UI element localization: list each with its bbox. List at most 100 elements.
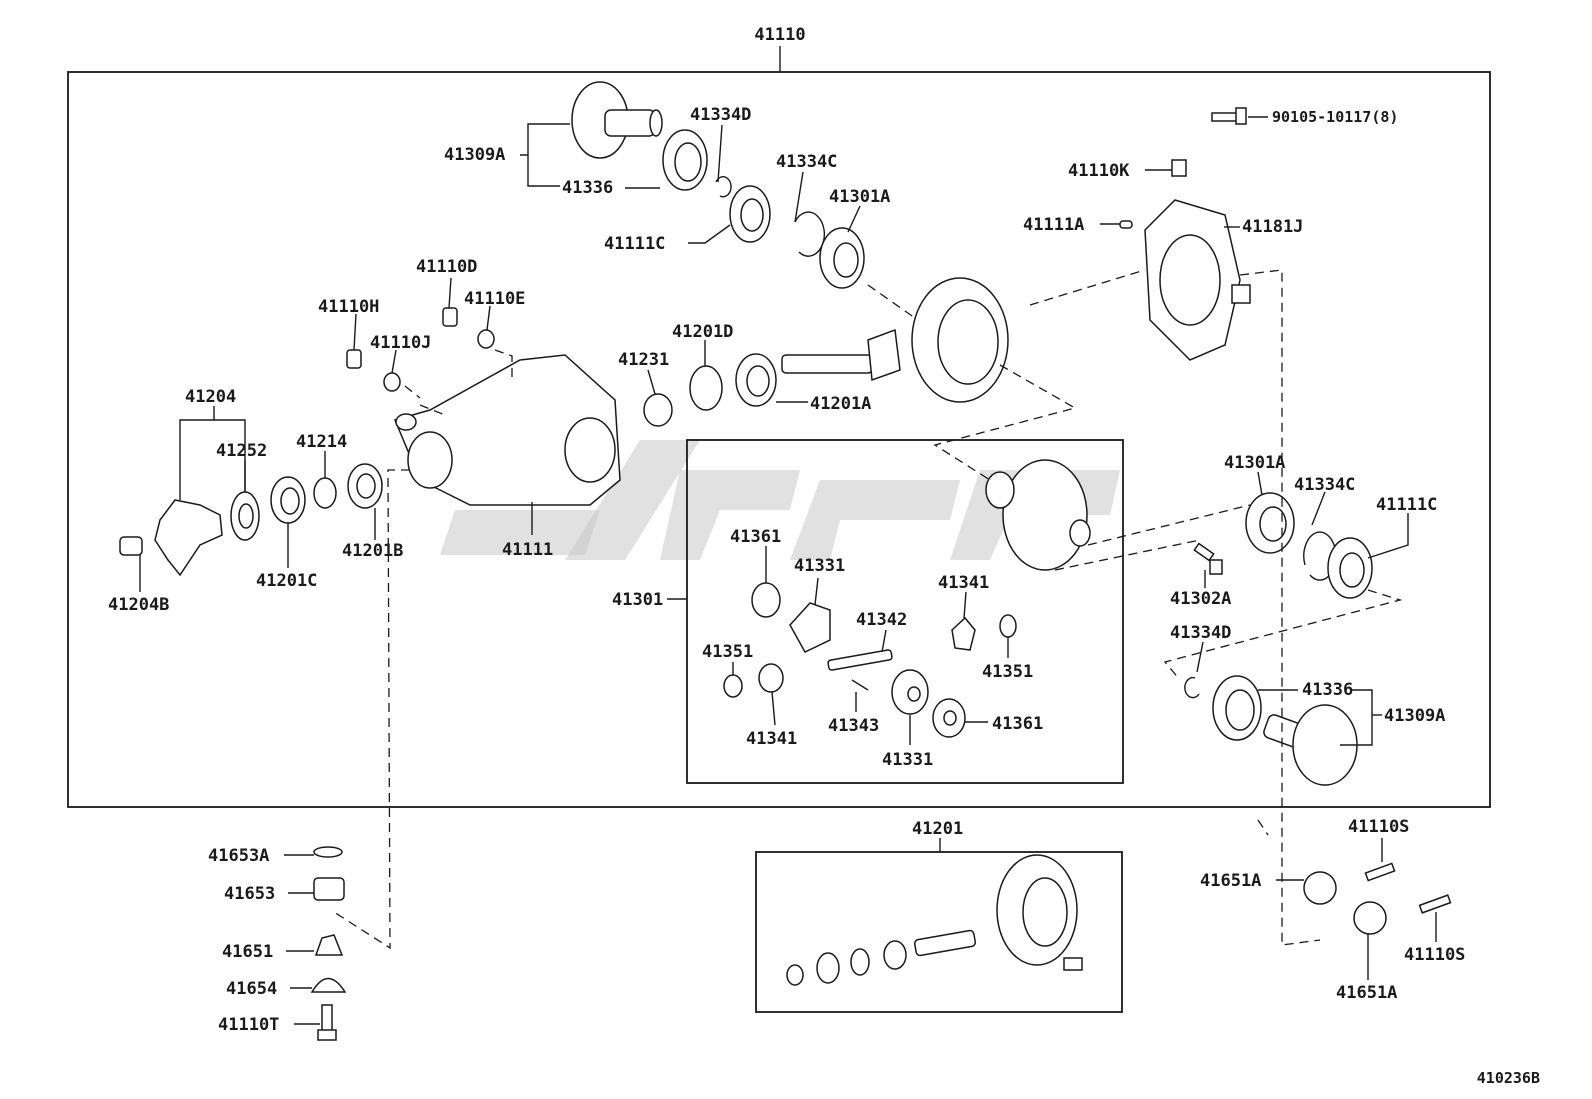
label-41351-a: 41351 (982, 662, 1033, 682)
ring-pinion-set (786, 854, 1083, 986)
bearing-41201B (347, 463, 383, 509)
side-gear-41331-b (891, 669, 929, 715)
ring-pinion-box (755, 851, 1123, 1013)
bearing-41111C-top (729, 185, 771, 243)
bearing-41301A-top (819, 227, 865, 289)
snap-ring-41334C-right (1303, 531, 1337, 581)
label-41231: 41231 (618, 350, 669, 370)
washer-41201D (689, 365, 723, 411)
label-41343: 41343 (828, 716, 879, 736)
label-41110K: 41110K (1068, 161, 1130, 181)
label-41351-b: 41351 (702, 642, 753, 662)
label-41201C: 41201C (256, 571, 317, 591)
cushion-41653 (313, 877, 345, 901)
bolt-41110T (317, 1004, 337, 1041)
plug-41110H (346, 349, 362, 369)
breather-41110K (1171, 159, 1187, 177)
differential-case-box (686, 439, 1124, 784)
washer-41361-a (751, 582, 781, 618)
label-41111A: 41111A (1023, 215, 1084, 235)
seal-41252 (230, 491, 260, 541)
label-41651: 41651 (222, 942, 273, 962)
side-gear-41331-a (789, 602, 831, 653)
washer-41653A (313, 846, 343, 858)
bolt-90105 (1211, 107, 1247, 125)
label-41336-right: 41336 (1302, 680, 1353, 700)
nut-41204B (119, 536, 143, 556)
label-41309A-top: 41309A (444, 145, 505, 165)
label-41361-a: 41361 (730, 527, 781, 547)
label-41653: 41653 (224, 884, 275, 904)
label-41654: 41654 (226, 979, 277, 999)
ring-gear-upper (911, 277, 1009, 403)
part-labels: 41309A 41336 41334D 41334C 41111C 41301A… (108, 105, 1465, 1035)
pinion-41341-b (758, 663, 784, 693)
carrier-housing (393, 354, 621, 506)
bolt-41110S-a (1364, 862, 1396, 882)
bearing-41201C (270, 476, 306, 524)
label-41301: 41301 (612, 590, 663, 610)
rear-cover (1144, 199, 1251, 361)
label-41302A: 41302A (1170, 589, 1231, 609)
snap-ring-41334C-top (794, 211, 825, 257)
plug-41111A (1119, 220, 1133, 229)
bushing-41651A-a (1303, 871, 1337, 905)
cushion-41654 (310, 977, 347, 993)
label-41110H: 41110H (318, 297, 379, 317)
companion-flange (154, 499, 223, 577)
shaft-41342 (827, 649, 893, 671)
bearing-41301A-right (1245, 492, 1295, 554)
oil-seal-top (662, 129, 708, 191)
label-41201A: 41201A (810, 394, 871, 414)
label-41336-top: 41336 (562, 178, 613, 198)
snap-ring-top (715, 176, 732, 198)
drive-pinion (781, 328, 901, 382)
bolt-41110S-b (1418, 894, 1452, 914)
label-41334D-top: 41334D (690, 105, 751, 125)
label-41653A: 41653A (208, 846, 269, 866)
label-41334C-top: 41334C (776, 152, 837, 172)
label-41181J: 41181J (1242, 217, 1303, 237)
leader-lines (139, 116, 1437, 1025)
washer-41351-b (723, 674, 743, 698)
label-41204: 41204 (185, 387, 236, 407)
oil-seal-right (1212, 675, 1262, 741)
side-gear-shaft-right (1263, 704, 1358, 786)
snap-ring-41334D-right (1184, 676, 1200, 699)
label-41309A-right: 41309A (1384, 706, 1445, 726)
bearing-41111C-right (1327, 537, 1373, 599)
label-41201D: 41201D (672, 322, 733, 342)
bushing-41651A-b (1353, 901, 1387, 935)
label-41334D-right: 41334D (1170, 623, 1231, 643)
label-41204B: 41204B (108, 595, 169, 615)
label-41301A-top: 41301A (829, 187, 890, 207)
label-41111C-right: 41111C (1376, 495, 1437, 515)
label-41111C-top: 41111C (604, 234, 665, 254)
label-41110E: 41110E (464, 289, 525, 309)
label-41331-a: 41331 (794, 556, 845, 576)
pin-41343 (851, 679, 869, 691)
washer-41361-b (932, 698, 966, 738)
dashed-assembly-lines (333, 269, 1403, 950)
differential-case (985, 459, 1091, 571)
label-41110T: 41110T (218, 1015, 279, 1035)
label-41110S-a: 41110S (1348, 817, 1409, 837)
bearing-41201A (735, 353, 777, 407)
label-41361-b: 41361 (992, 714, 1043, 734)
label-41201: 41201 (912, 819, 963, 839)
label-41331-b: 41331 (882, 750, 933, 770)
pinion-41341-a (951, 616, 976, 651)
gasket-41110J (383, 372, 401, 392)
side-gear-shaft-top (571, 81, 663, 159)
spacer-41231 (643, 393, 673, 427)
label-41111: 41111 (502, 540, 553, 560)
figure-code: 410236B (1477, 1069, 1540, 1087)
label-41342: 41342 (856, 610, 907, 630)
washer-41214 (313, 477, 337, 509)
label-41301A-right: 41301A (1224, 453, 1285, 473)
label-41201B: 41201B (342, 541, 403, 561)
assembly-box (67, 71, 1491, 808)
washer-41351-a (999, 614, 1017, 638)
label-41252: 41252 (216, 441, 267, 461)
